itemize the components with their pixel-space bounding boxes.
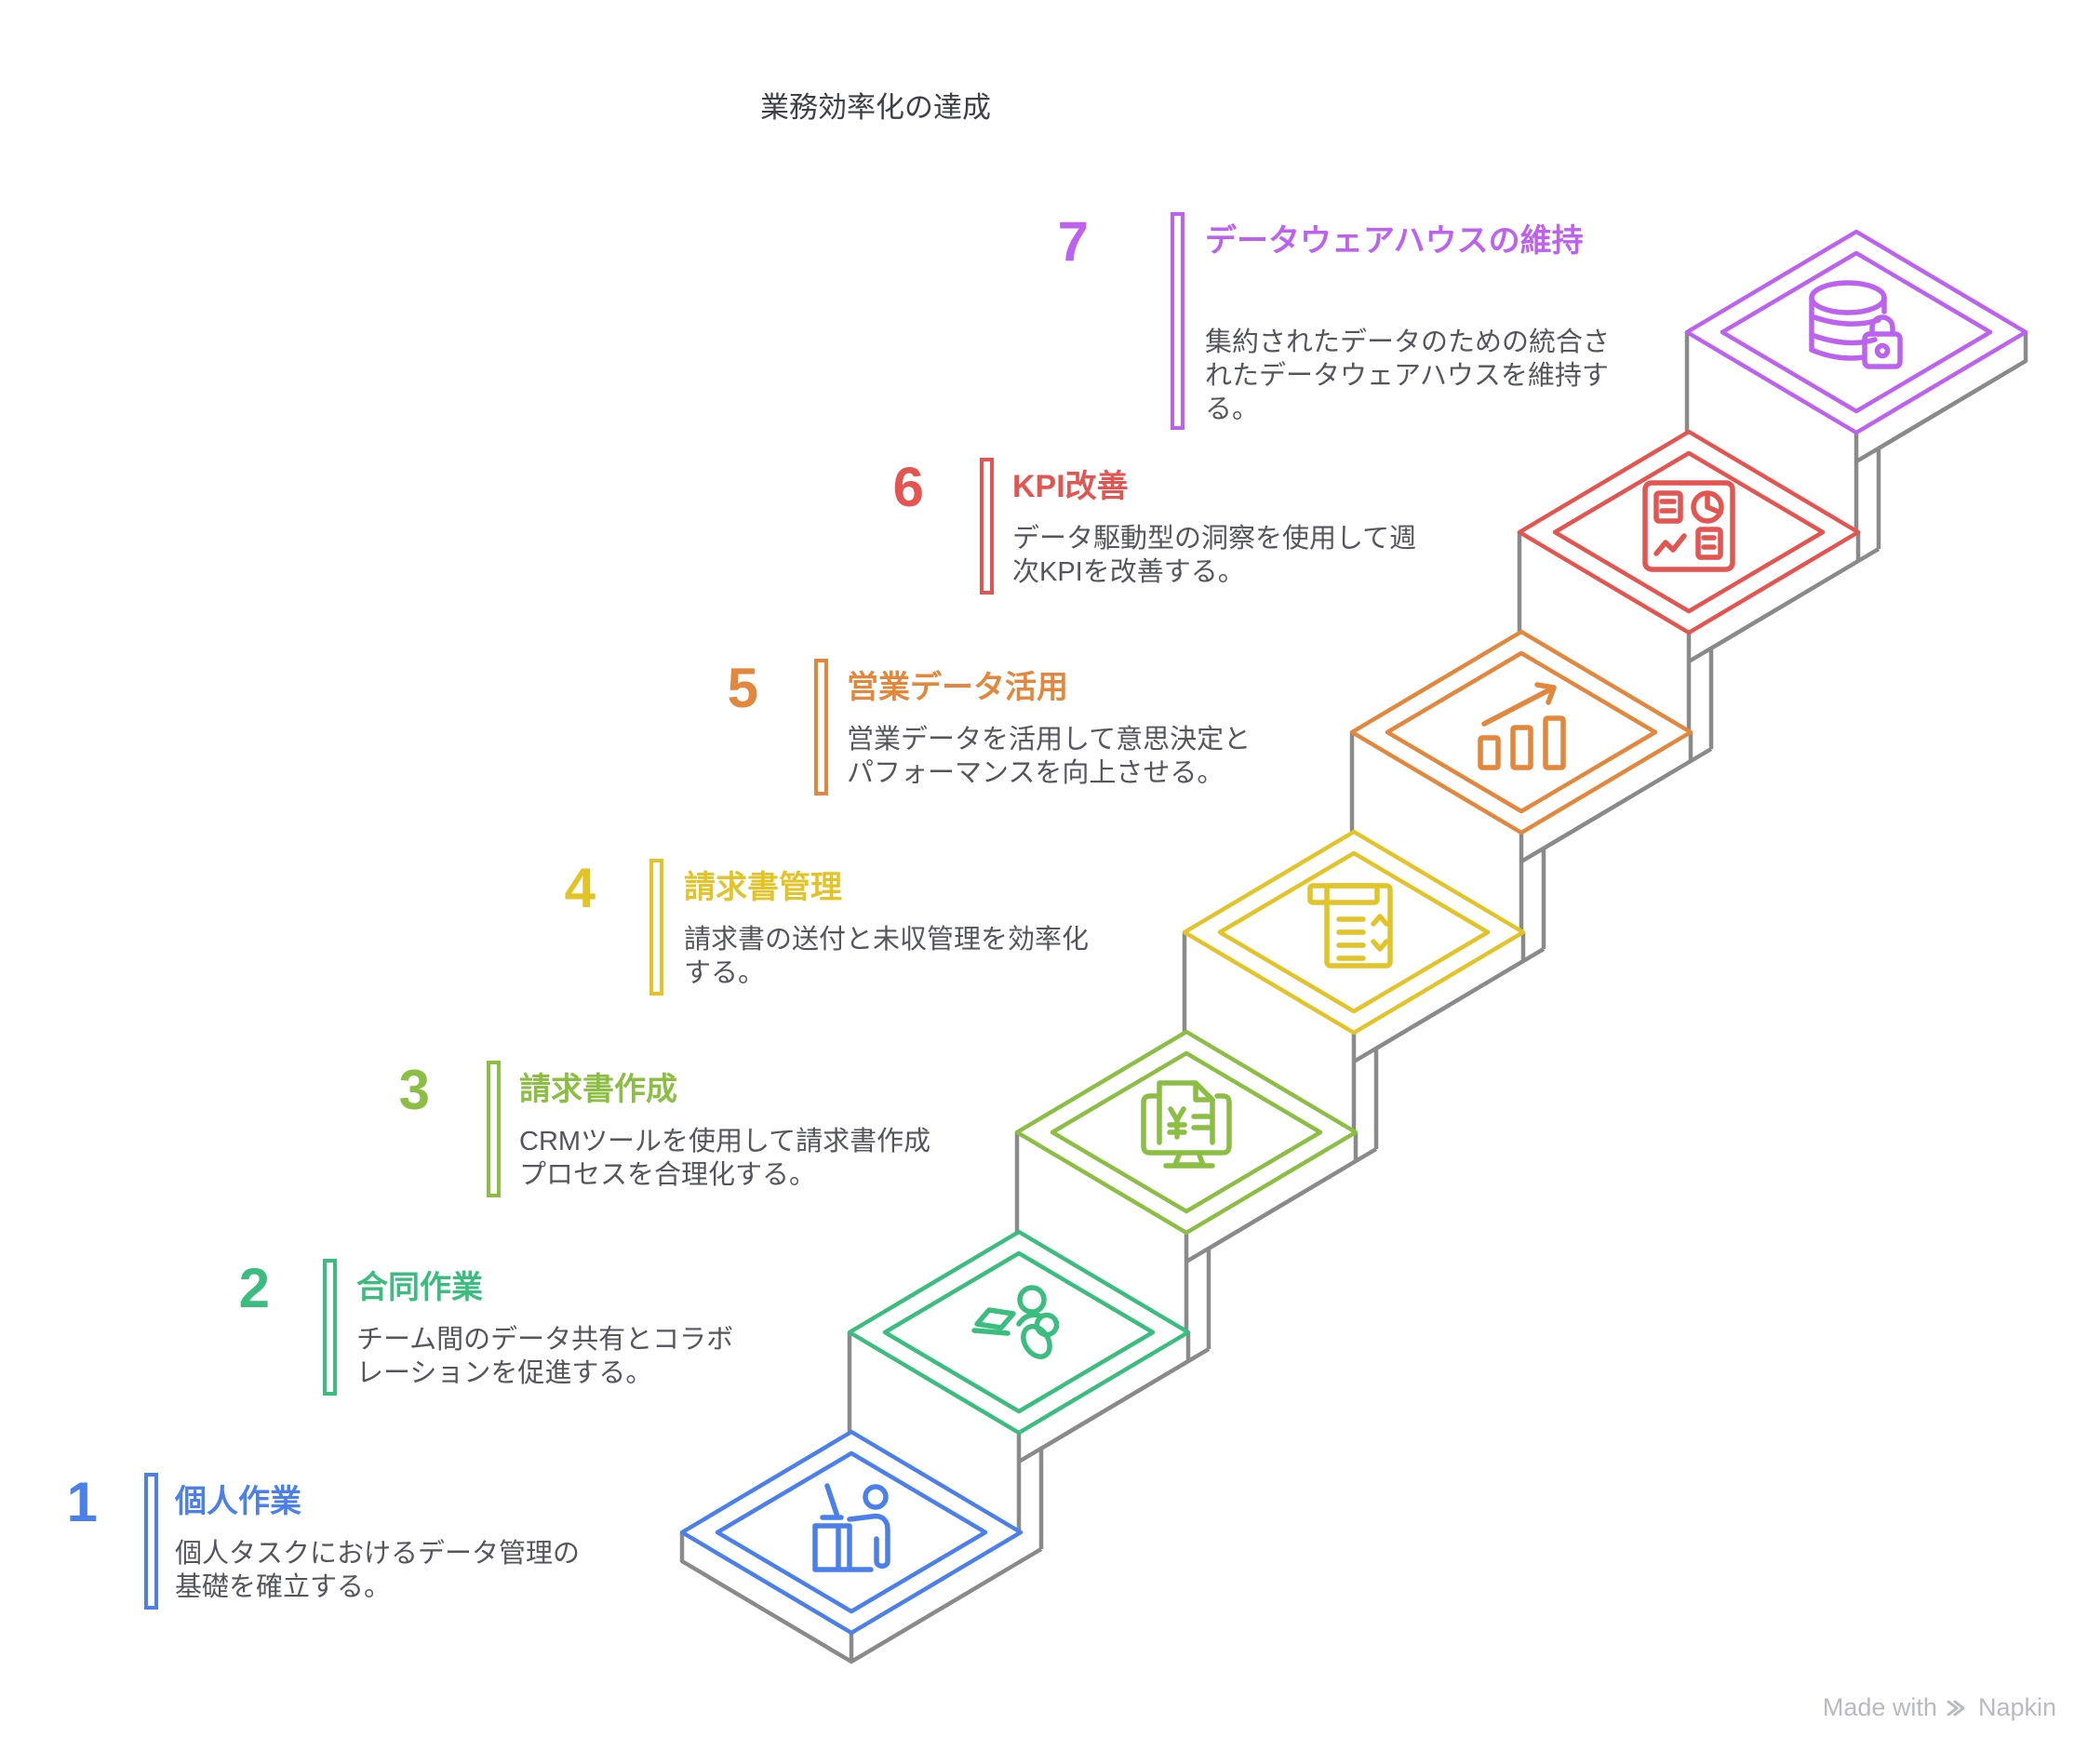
step-description: 個人タスクにおけるデータ管理の 基礎を確立する。 [175, 1539, 581, 1602]
step-platform-4 [1182, 829, 1546, 1149]
growth-chart-icon [1478, 682, 1566, 770]
watermark: Made with Napkin [1823, 1693, 2056, 1722]
step-accent-bar [323, 1259, 337, 1396]
diamond-inner [1217, 850, 1491, 1014]
person-desk-icon [812, 1483, 890, 1572]
diamond-inner [715, 1450, 988, 1614]
step-number: 5 [727, 657, 758, 719]
step-description: 営業データを活用して意思決定と パフォーマンスを向上させる。 [847, 725, 1251, 788]
step-number: 2 [238, 1257, 270, 1319]
diamond-outer [1517, 429, 1861, 635]
database-lock-icon [1809, 280, 1903, 369]
diamond-inner [1050, 1050, 1323, 1214]
step-title: 営業データ活用 [847, 670, 1068, 705]
step-platform-6 [1517, 429, 1881, 749]
step-platform-7 [1684, 229, 2028, 549]
step-platform-1 [679, 1429, 1043, 1664]
watermark-brand: Napkin [1977, 1693, 2056, 1721]
step-accent-bar [649, 859, 663, 996]
diamond-outer [1014, 1029, 1359, 1236]
watermark-text: Made with [1822, 1693, 1937, 1721]
kpi-dashboard-icon [1642, 480, 1735, 572]
step-accent-bar [814, 659, 828, 795]
step-base-edges [847, 1332, 1211, 1549]
diamond-inner [1385, 650, 1658, 814]
diamond-outer [679, 1429, 1024, 1636]
step-platform-2 [847, 1229, 1211, 1549]
page-title: 業務効率化の達成 [760, 91, 991, 124]
diamond-outer [1182, 829, 1526, 1036]
step-description: 請求書の送付と未収管理を効率化 する。 [684, 925, 1090, 988]
collaboration-icon [971, 1285, 1060, 1359]
step-base-edges [679, 1532, 1043, 1664]
diamond-inner [1720, 250, 1993, 414]
napkin-logo-icon [1947, 1700, 1965, 1716]
diamond-outer [847, 1229, 1191, 1436]
diamond-outer [1684, 229, 2028, 435]
step-number: 3 [398, 1059, 430, 1121]
invoice-list-icon [1307, 883, 1393, 969]
diamond-outer [1349, 629, 1693, 835]
step-title: 個人作業 [175, 1484, 301, 1519]
step-description: チーム間のデータ共有とコラボ レーションを促進する。 [356, 1325, 734, 1388]
step-base-edges [1014, 1132, 1378, 1349]
step-title: データウェアハウスの維持 [1205, 223, 1584, 259]
step-number: 7 [1057, 210, 1089, 273]
invoice-monitor-icon [1141, 1080, 1232, 1169]
step-base-edges [1349, 732, 1713, 949]
step-title: 請求書作成 [519, 1072, 677, 1107]
step-title: KPI改善 [1012, 469, 1129, 504]
step-number: 1 [66, 1471, 98, 1533]
diamond-inner [882, 1250, 1156, 1414]
step-base-edges [1684, 332, 2028, 549]
step-base-edges [1517, 532, 1881, 749]
step-description: データ駆動型の洞察を使用して週 次KPIを改善する。 [1012, 524, 1417, 587]
step-accent-bar [487, 1061, 501, 1197]
step-platform-3 [1014, 1029, 1378, 1349]
step-number: 6 [892, 456, 924, 518]
step-number: 4 [564, 857, 596, 919]
step-description: CRMツールを使用して請求書作成 プロセスを合理化する。 [519, 1127, 931, 1190]
step-accent-bar [1171, 212, 1185, 430]
step-title: 請求書管理 [684, 870, 842, 905]
step-base-edges [1182, 932, 1546, 1149]
step-accent-bar [144, 1473, 158, 1610]
step-description: 集約されたデータのための統合さ れたデータウェアハウスを維持す る。 [1205, 327, 1611, 424]
diamond-inner [1552, 450, 1826, 614]
step-accent-bar [980, 458, 994, 595]
step-platform-5 [1349, 629, 1713, 949]
step-title: 合同作業 [356, 1270, 483, 1305]
